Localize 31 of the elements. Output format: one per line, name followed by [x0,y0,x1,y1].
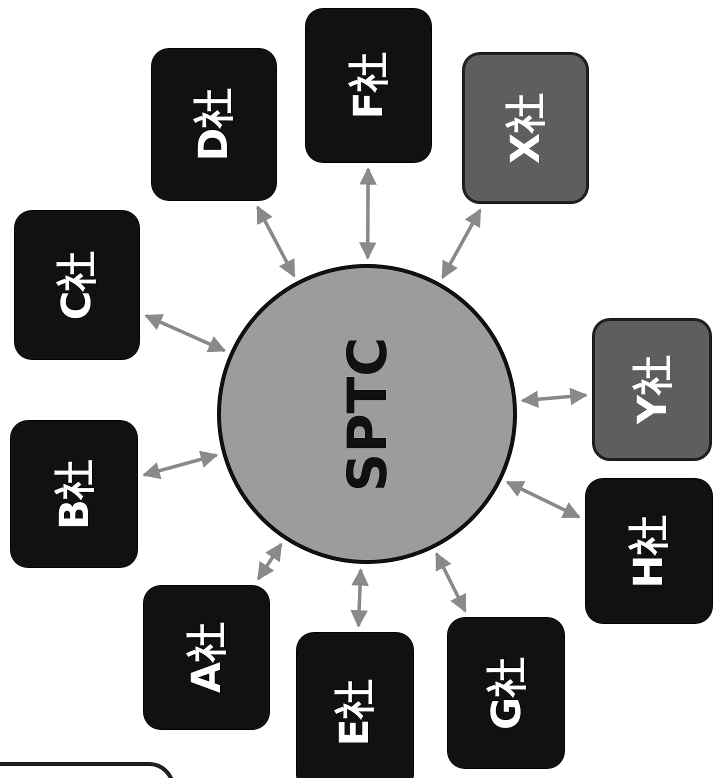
double-arrow [435,552,467,613]
company-box [151,48,277,201]
company-box [305,8,432,163]
company-box [592,318,712,461]
company-label: E社 [332,678,380,746]
company-label: X社 [502,92,550,164]
double-arrow [350,568,369,628]
company-box [296,632,414,778]
double-arrow [520,388,588,408]
double-arrow [142,450,218,480]
double-arrow [144,314,226,352]
company-label: F社 [345,52,393,120]
company-label: B社 [50,458,98,530]
company-box [585,478,713,624]
double-arrow [441,208,482,280]
company-box [14,210,140,360]
company-box [447,617,565,769]
double-arrow [256,542,283,580]
company-label: D社 [190,88,238,162]
double-arrow [506,480,581,519]
double-arrow [256,205,296,278]
company-label: G社 [482,656,530,730]
company-label: Y社 [628,355,676,424]
company-box [10,420,138,568]
company-box [143,585,270,730]
double-arrow [359,167,377,260]
company-label: A社 [183,622,231,693]
company-label: C社 [54,250,102,320]
hub-label: SPTC [336,336,398,492]
company-label: H社 [626,514,674,588]
company-box [462,52,589,204]
